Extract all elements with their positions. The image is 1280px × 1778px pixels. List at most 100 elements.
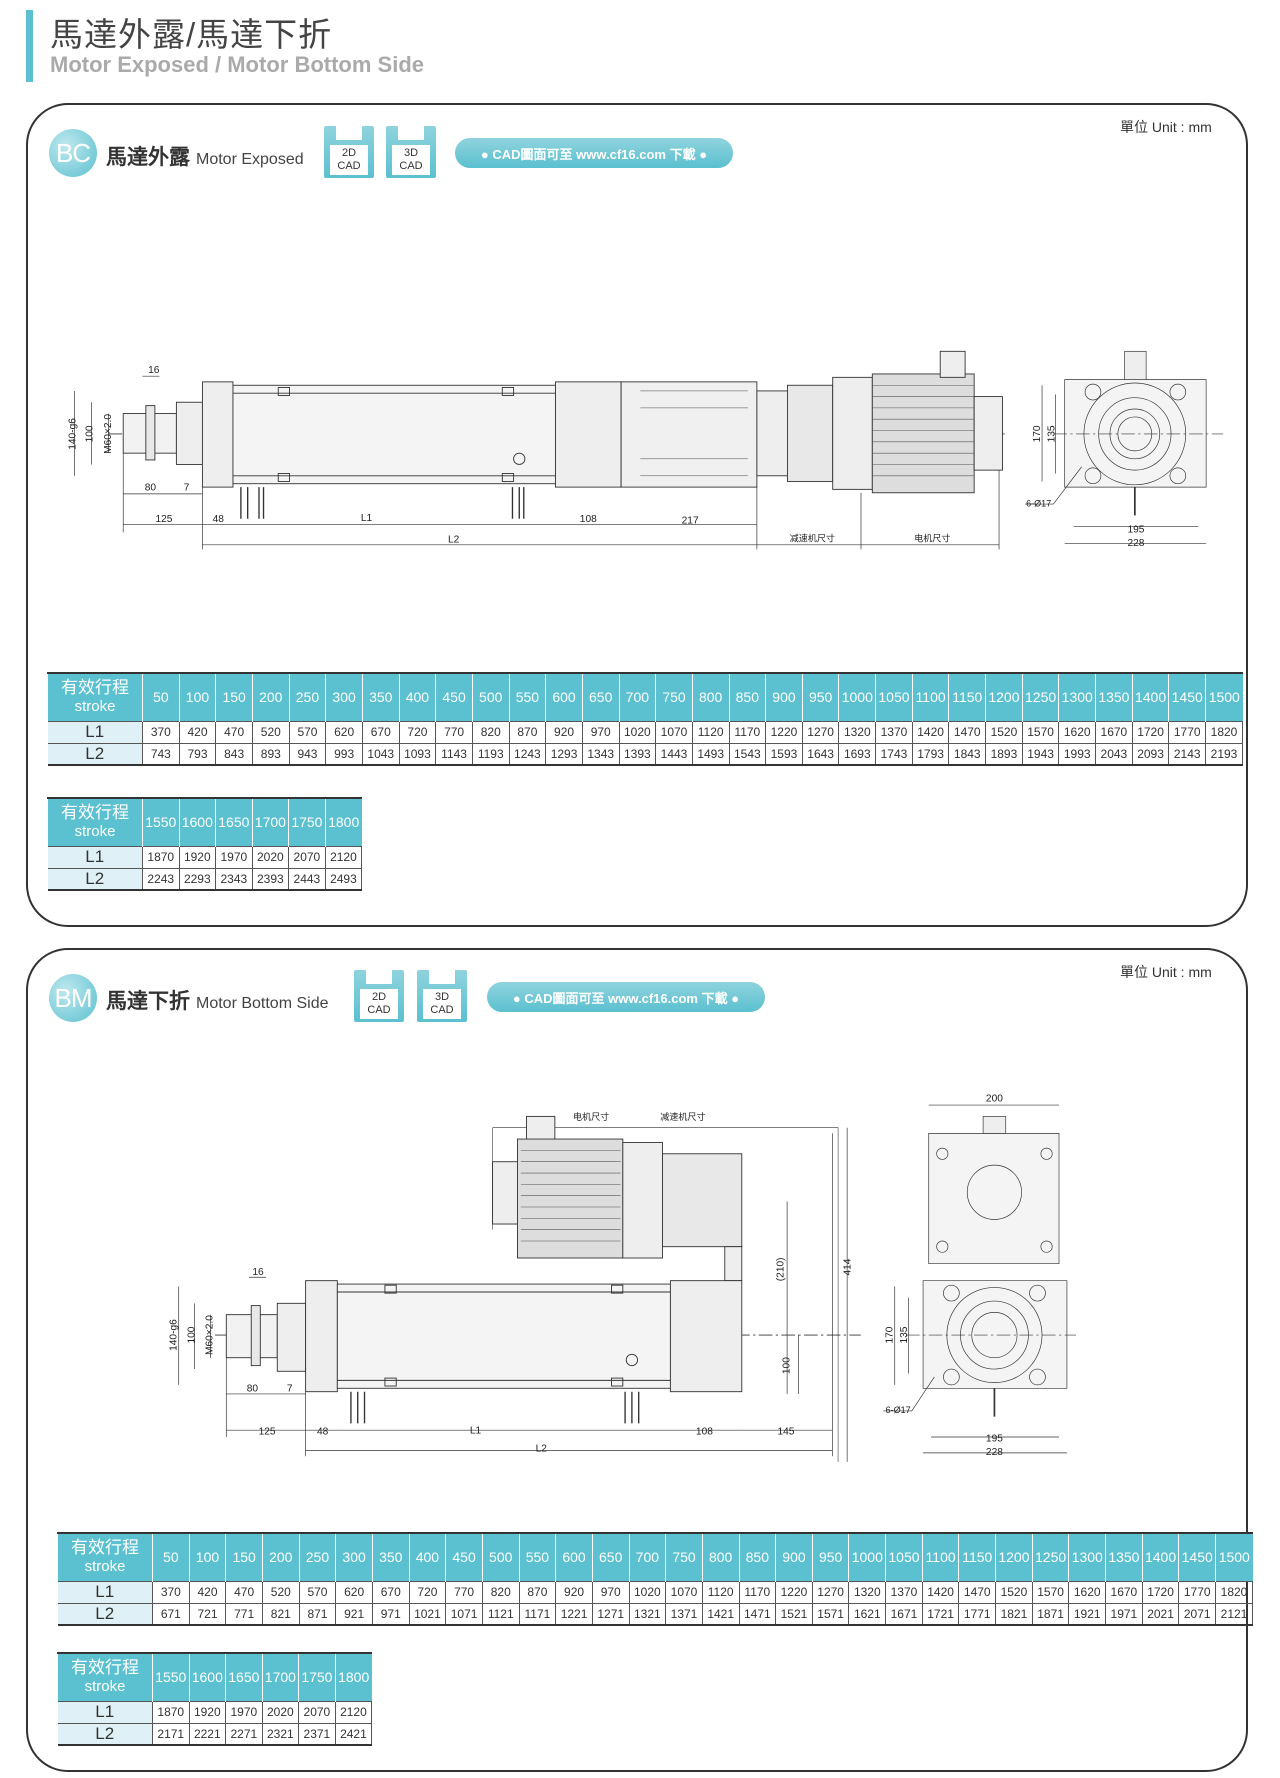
stroke-value: 1650 <box>225 1652 263 1701</box>
table-cell: 1020 <box>628 1580 667 1604</box>
table-cell: 1820 <box>1215 1580 1253 1604</box>
table-cell: 1770 <box>1168 720 1207 744</box>
dim-140-g6: 140-g6 <box>168 1319 179 1351</box>
table-cell: 2071 <box>1178 1602 1217 1626</box>
cad-download-link[interactable]: ● CAD圖面可至 www.cf16.com 下載 ● <box>487 982 765 1012</box>
stroke-value: 500 <box>481 1532 520 1581</box>
floppy-icon <box>429 970 455 984</box>
dim-228: 228 <box>986 1447 1003 1458</box>
table-cell: 1620 <box>1068 1580 1107 1604</box>
section-motor-bottom-side <box>26 948 1248 1772</box>
dim-80: 80 <box>145 482 157 493</box>
cad-download-link[interactable]: ● CAD圖面可至 www.cf16.com 下載 ● <box>455 138 733 168</box>
dim-l2: L2 <box>448 535 460 546</box>
table-cell: 1220 <box>765 720 803 744</box>
stroke-value: 550 <box>518 1532 556 1581</box>
stroke-header-zh: 有效行程 <box>71 1658 139 1678</box>
stroke-value: 100 <box>188 1532 226 1581</box>
stroke-value: 800 <box>691 672 729 721</box>
table-cell: 1670 <box>1105 1580 1143 1604</box>
table-cell: 1821 <box>995 1602 1033 1626</box>
stroke-value: 950 <box>811 1532 849 1581</box>
table-cell: 793 <box>178 742 217 766</box>
stroke-value: 650 <box>591 1532 630 1581</box>
table-cell: 620 <box>325 720 363 744</box>
stroke-value: 1700 <box>261 1652 299 1701</box>
cad-2d-label: 2D <box>341 147 357 159</box>
dim-100: 100 <box>85 425 96 442</box>
table-cell: 820 <box>481 1580 520 1604</box>
table-cell: 1243 <box>508 742 547 766</box>
table-cell: 1470 <box>958 1580 997 1604</box>
table-cell: 821 <box>261 1602 300 1626</box>
table-cell: 671 <box>152 1602 190 1626</box>
table-cell: 1270 <box>811 1580 850 1604</box>
floppy-icon <box>398 126 424 140</box>
table-cell: 1121 <box>481 1602 520 1626</box>
table-cell: 2093 <box>1131 742 1170 766</box>
table-cell: 1993 <box>1058 742 1097 766</box>
table-cell: 1870 <box>142 845 180 869</box>
table-cell: 1470 <box>948 720 987 744</box>
table-cell: 1570 <box>1021 720 1060 744</box>
table-cell: 1220 <box>775 1580 813 1604</box>
motor-size-label: 电机尺寸 <box>914 532 950 543</box>
dim-l1: L1 <box>470 1426 482 1437</box>
stroke-value: 50 <box>152 1532 190 1581</box>
table-cell: 570 <box>298 1580 337 1604</box>
stroke-value: 150 <box>225 1532 263 1581</box>
stroke-value: 1750 <box>298 1652 336 1701</box>
stroke-value: 1500 <box>1205 672 1243 721</box>
dim-7: 7 <box>287 1384 293 1395</box>
section-title-zh: 馬達外露 <box>106 146 190 169</box>
stroke-value: 400 <box>408 1532 446 1581</box>
holes-label: 6-Ø17 <box>1026 498 1051 508</box>
dim-217: 217 <box>682 515 699 526</box>
cad-3d-label: 3D <box>403 147 419 159</box>
motor-exposed-drawing: 16 140-g6 100 M60×2.0 80 7 125 48 L1 108… <box>68 350 1224 550</box>
table-cell: 920 <box>555 1580 593 1604</box>
table-cell: 1370 <box>875 720 913 744</box>
stroke-value: 550 <box>508 672 546 721</box>
section-code-badge: BC <box>49 129 97 177</box>
dim-16: 16 <box>148 365 160 376</box>
table-cell: 1120 <box>701 1580 740 1604</box>
table-cell: 1471 <box>738 1602 777 1626</box>
stroke-value: 1650 <box>215 797 253 846</box>
table-cell: 1621 <box>848 1602 887 1626</box>
motor-bottom-side-drawing: 电机尺寸 减速机尺寸 16 140-g6 100 M60×2.0 80 7 12… <box>168 1094 1076 1462</box>
table-cell: 1043 <box>361 742 400 766</box>
section-code-badge: BM <box>49 974 97 1022</box>
stroke-value: 1550 <box>142 797 180 846</box>
stroke-value: 1500 <box>1215 1532 1253 1581</box>
stroke-value: 950 <box>801 672 839 721</box>
cad-2d-label: 2D <box>371 991 387 1003</box>
table-cell: 2171 <box>152 1722 190 1746</box>
table-cell: 921 <box>335 1602 373 1626</box>
table-cell: 2221 <box>188 1722 227 1746</box>
table-cell: 1170 <box>728 720 767 744</box>
stroke-value: 1150 <box>948 672 986 721</box>
table-cell: 670 <box>371 1580 410 1604</box>
dim-140-g6: 140-g6 <box>68 418 79 450</box>
table-cell: 2070 <box>298 1700 336 1724</box>
stroke-value: 850 <box>738 1532 776 1581</box>
stroke-header-en: stroke <box>74 698 116 716</box>
table-cell: 893 <box>251 742 290 766</box>
stroke-value: 1750 <box>288 797 326 846</box>
